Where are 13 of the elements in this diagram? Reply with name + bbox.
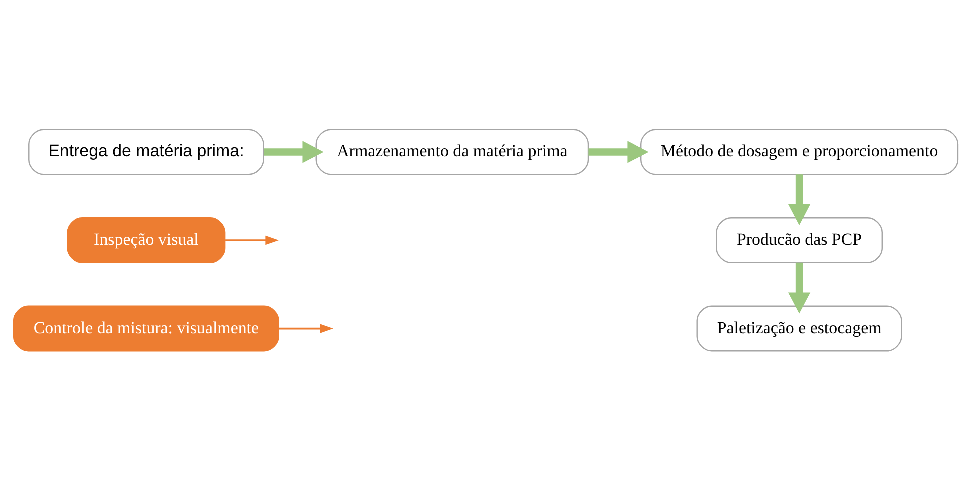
node-box: Inspeção visual	[66, 217, 226, 263]
node-box: Producão das PCP	[716, 217, 882, 263]
node-box: Método de dosagem e proporcionamento	[640, 128, 958, 175]
arrow	[588, 140, 648, 163]
node-box: Entrega de matéria prima:	[28, 128, 264, 175]
arrow	[225, 235, 278, 245]
arrow	[788, 174, 810, 226]
node-box: Paletização e estocagem	[696, 305, 902, 352]
node-box: Armazenamento da matéria prima	[315, 128, 589, 175]
node-box: Controle da mistura: visualmente	[12, 305, 279, 352]
arrow	[788, 262, 810, 314]
arrow	[278, 324, 333, 333]
arrow	[264, 140, 324, 163]
